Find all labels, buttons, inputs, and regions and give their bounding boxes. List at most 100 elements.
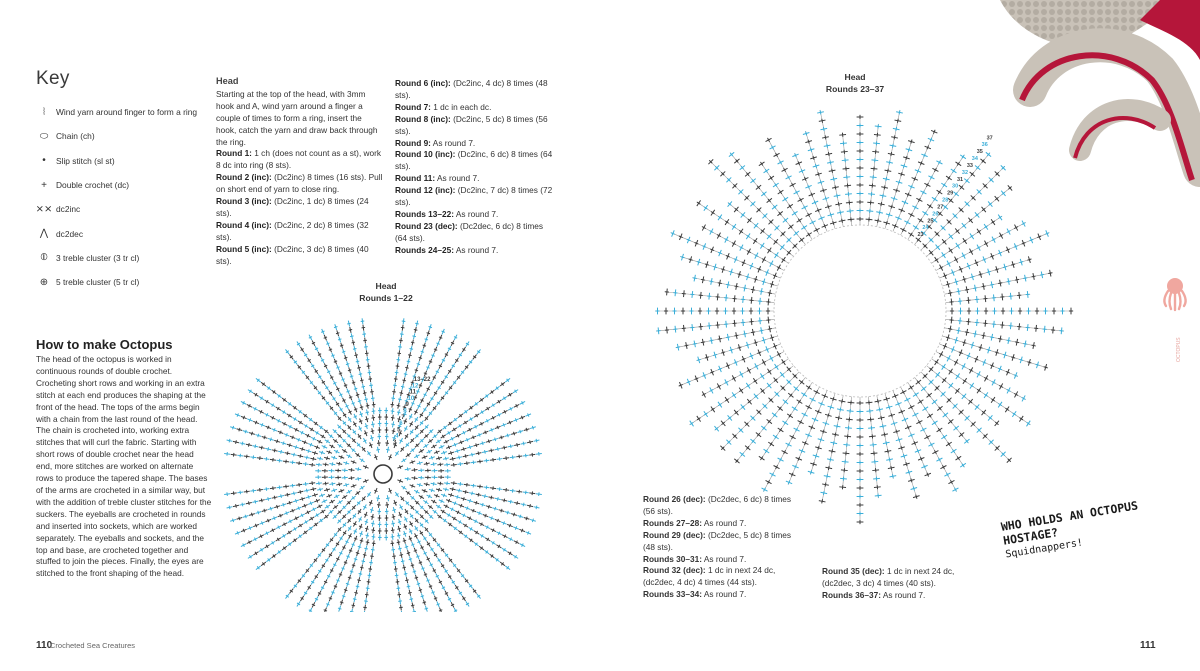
stitch-mark [394, 369, 399, 376]
stitch-mark [371, 421, 375, 428]
stitch-mark [978, 344, 983, 351]
stitch-mark [385, 501, 390, 508]
stitch-mark [345, 580, 350, 587]
stitch-mark [295, 506, 302, 511]
key-item-label: Double crochet (dc) [56, 180, 130, 191]
stitch-mark [868, 425, 875, 431]
stitch-mark [984, 240, 989, 247]
stitch-mark [331, 455, 338, 460]
stitch-mark [329, 444, 335, 449]
stitch-mark [406, 391, 411, 398]
stitch-mark [442, 487, 449, 492]
stitch-mark [876, 407, 884, 412]
diagram-left-title: Head [375, 281, 397, 291]
stitch-mark [709, 278, 714, 285]
stitch-mark [529, 518, 536, 523]
stitch-mark [484, 537, 491, 542]
stitch-mark [314, 430, 321, 435]
stitch-mark [337, 605, 342, 612]
stitch-mark [357, 543, 362, 550]
round-label: Rounds 36–37: [822, 589, 882, 600]
stitch-mark [408, 406, 413, 413]
stitch-mark [924, 435, 931, 440]
stitch-mark [461, 513, 467, 518]
stitch-mark [452, 442, 459, 447]
stitch-mark [405, 490, 411, 496]
stitch-mark [664, 288, 670, 296]
round-number-label: 11 [410, 390, 417, 396]
stitch-mark [898, 172, 905, 177]
stitch-mark [296, 341, 301, 347]
stitch-mark [950, 448, 957, 454]
stitch-mark [973, 284, 978, 292]
stitch-mark [708, 159, 714, 165]
stitch-mark [767, 247, 772, 254]
stitch-mark [732, 433, 738, 439]
stitch-mark [765, 307, 771, 315]
stitch-mark [974, 259, 979, 267]
stitch-mark [423, 509, 429, 515]
stitch-mark [284, 492, 291, 497]
stitch-mark [868, 183, 876, 188]
stitch-mark [421, 376, 425, 383]
stitch-mark [1048, 269, 1053, 277]
stitch-mark [920, 190, 927, 195]
key-list: ⦚Wind yarn around finger to form a ring⬭… [36, 100, 206, 294]
round-text: As round 7. [454, 244, 499, 255]
stitch-mark [488, 428, 495, 432]
book-title: Crocheted Sea Creatures [50, 641, 136, 650]
stitch-mark [239, 441, 246, 446]
stitch-mark [247, 554, 254, 559]
stitch-mark [1027, 358, 1032, 366]
stitch-mark [716, 232, 721, 239]
stitch-mark [261, 508, 268, 513]
stitch-mark [987, 201, 993, 208]
stitch-mark [946, 355, 951, 362]
spoke-line [907, 154, 965, 240]
stitch-mark [346, 388, 350, 395]
stitch-mark [991, 379, 996, 386]
stitch-mark [840, 141, 847, 146]
stitch-mark [277, 513, 284, 518]
rounds-35-37-list: Round 35 (dec): 1 dc in next 24 dc, (dc2… [822, 566, 982, 602]
stitch-mark [822, 135, 829, 140]
stitch-mark [992, 307, 997, 315]
stitch-mark [792, 243, 798, 249]
how-to-title: How to make Octopus [36, 337, 173, 352]
stitch-mark [325, 400, 330, 406]
stitch-mark [457, 423, 463, 429]
stitch-mark [240, 528, 247, 533]
stitch-mark [805, 184, 812, 189]
stitch-mark [335, 330, 340, 337]
stitch-mark [777, 211, 784, 217]
stitch-mark [898, 208, 906, 213]
round-instruction: Round 23 (dec): (Dc2dec, 6 dc) 8 times (… [395, 221, 555, 245]
stitch-mark [856, 400, 864, 406]
stitch-mark [869, 175, 877, 180]
stitch-mark [807, 470, 815, 475]
stitch-mark [1037, 233, 1042, 241]
stitch-mark [269, 486, 276, 491]
stitch-mark [341, 428, 347, 435]
stitch-mark [405, 577, 409, 584]
stitch-mark [990, 396, 996, 403]
stitch-mark [964, 286, 970, 294]
stitch-mark [424, 468, 431, 473]
stitch-mark [966, 296, 971, 304]
stitch-mark [358, 418, 363, 425]
stitch-mark [323, 514, 330, 519]
stitch-mark [707, 322, 712, 330]
stitch-mark [1051, 307, 1057, 315]
spoke-line [868, 123, 879, 226]
stitch-mark [435, 439, 442, 444]
stitch-mark [797, 420, 804, 425]
stitch-mark [763, 448, 770, 454]
stitch-mark [418, 382, 423, 389]
stitch-mark [900, 453, 908, 459]
stitch-mark [353, 535, 358, 542]
stitch-mark [358, 523, 363, 530]
stitch-mark [994, 420, 1000, 427]
stitch-mark [689, 420, 694, 427]
stitch-mark [472, 519, 479, 524]
stitch-mark [948, 233, 954, 240]
